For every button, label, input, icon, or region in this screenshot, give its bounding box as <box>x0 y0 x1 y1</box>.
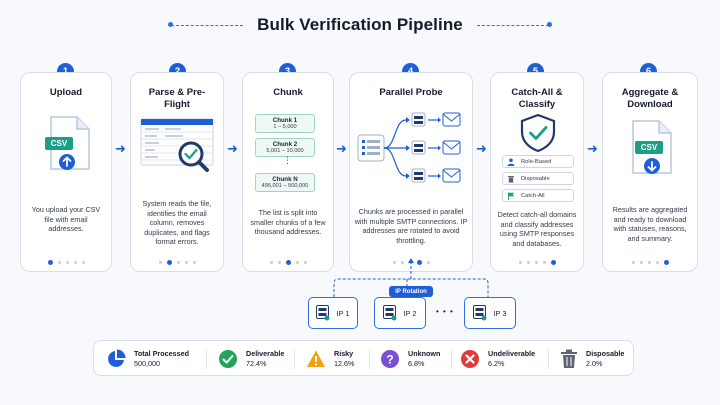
step-desc: The list is split into smaller chunks of… <box>250 208 326 237</box>
chunk-item: Chunk N 495,001 – 500,000 <box>255 173 315 192</box>
title-decor-right <box>476 22 552 27</box>
server-icon <box>383 305 397 321</box>
step-title: Chunk <box>273 87 303 98</box>
class-catch-all: Catch-All <box>502 189 574 202</box>
chunk-ellipsis: ⋮ <box>283 155 292 165</box>
chunk-item: Chunk 2 5,001 – 10,000 <box>255 138 315 157</box>
flow-arrow-icon: ➜ <box>587 141 598 156</box>
chunk-item: Chunk 1 1 – 5,000 <box>255 114 315 133</box>
class-disposable: Disposable <box>502 172 574 185</box>
question-circle-icon: ? <box>381 350 399 368</box>
step-desc: Chunks are processed in parallel with mu… <box>354 207 468 245</box>
flow-arrow-icon: ➜ <box>336 141 347 156</box>
warning-triangle-icon <box>307 350 325 367</box>
ip-box-2: IP 2 <box>374 297 426 329</box>
ip-rotation-badge: IP Rotation <box>389 286 433 297</box>
step-desc: System reads the file, identifies the em… <box>142 199 212 247</box>
step-desc: Results are aggregated and ready to down… <box>612 205 688 243</box>
flag-icon <box>505 190 516 201</box>
spreadsheet-magnifier-icon <box>140 118 214 172</box>
step-title: Upload <box>49 87 83 98</box>
page-title: Bulk Verification Pipeline <box>257 15 463 34</box>
pagination-dots <box>21 260 111 265</box>
title-bar: Bulk Verification Pipeline <box>0 10 720 40</box>
step-desc: Detect catch-all domains and classify ad… <box>497 210 577 248</box>
step-card-chunk: Chunk Chunk 1 1 – 5,000 Chunk 2 5,001 – … <box>242 72 334 272</box>
x-circle-icon <box>461 350 479 368</box>
step-title: Aggregate & Download <box>621 87 679 110</box>
user-icon <box>505 156 516 167</box>
pagination-dots <box>131 260 223 265</box>
server-icon <box>473 305 487 321</box>
trash-icon <box>561 349 577 368</box>
ip-ellipsis: • • • <box>436 307 454 316</box>
pie-chart-icon <box>108 349 126 367</box>
flow-arrow-icon: ➜ <box>227 141 238 156</box>
class-role-based: Role-Based <box>502 155 574 168</box>
pagination-dots <box>491 260 583 265</box>
pagination-dots <box>243 260 333 265</box>
flow-arrow-icon: ➜ <box>115 141 126 156</box>
step-card-classify: Catch-All & Classify Role-Based Disposab… <box>490 72 584 272</box>
parallel-probe-diagram <box>357 112 461 183</box>
step-card-parallel-probe: Parallel Probe <box>349 72 473 272</box>
step-title: Parse & Pre-Flight <box>148 87 206 110</box>
step-title: Parallel Probe <box>379 87 443 98</box>
step-card-upload: Upload CSV You upload your CSV file with… <box>20 72 112 272</box>
csv-label: CSV <box>640 143 658 152</box>
check-circle-icon <box>219 350 237 368</box>
csv-file-download-icon <box>632 120 672 174</box>
title-decor-left <box>168 22 244 27</box>
flow-arrow-icon: ➜ <box>476 141 487 156</box>
shield-check-icon <box>520 113 556 153</box>
step-desc: You upload your CSV file with email addr… <box>31 205 101 234</box>
trash-icon <box>505 173 516 184</box>
step-title: Catch-All & Classify <box>511 87 563 110</box>
svg-text:?: ? <box>386 353 393 367</box>
csv-label: CSV <box>50 139 68 148</box>
ip-box-1: IP 1 <box>308 297 358 329</box>
ip-box-3: IP 3 <box>464 297 516 329</box>
step-card-download: Aggregate & Download CSV Results are agg… <box>602 72 698 272</box>
csv-file-upload-icon <box>45 116 90 170</box>
step-card-parse: Parse & Pre-Flight System reads the file… <box>130 72 224 272</box>
pagination-dots <box>603 260 697 265</box>
server-icon <box>316 305 330 321</box>
